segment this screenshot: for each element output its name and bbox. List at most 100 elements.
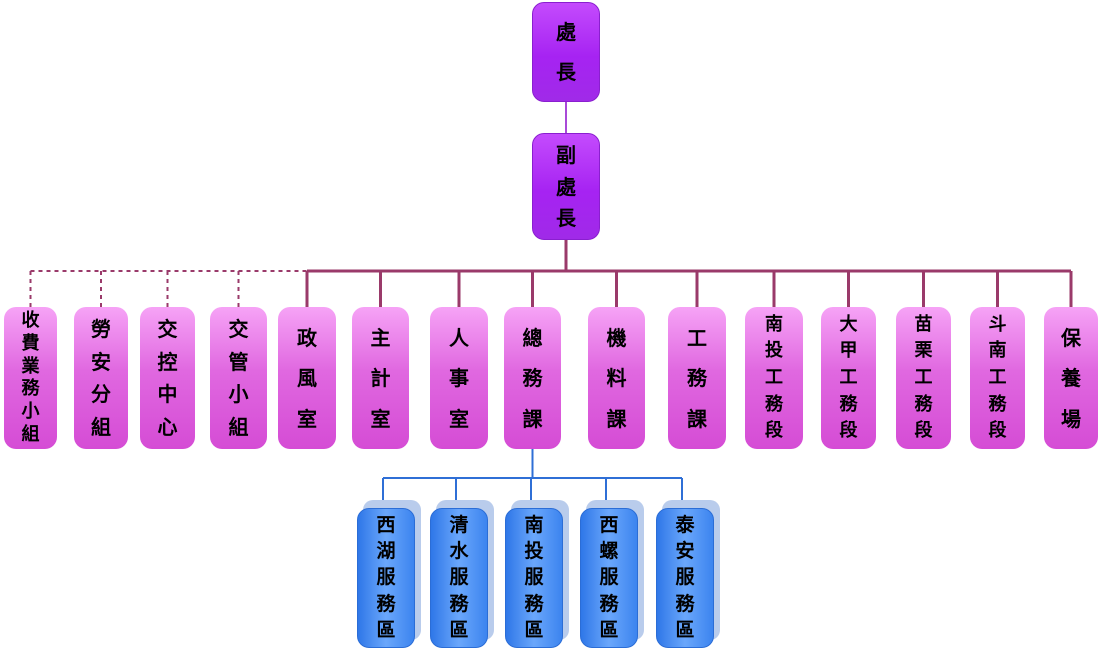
- node-nantou-label: 南投服務區: [506, 509, 562, 647]
- node-nantou-sec[interactable]: 南投工務段: [745, 307, 803, 449]
- label-char: 務: [21, 378, 40, 400]
- label-char: 收: [21, 309, 40, 331]
- label-char: 南: [524, 514, 544, 537]
- label-char: 主: [370, 325, 391, 350]
- label-char: 務: [687, 366, 707, 390]
- label-char: 區: [675, 618, 695, 641]
- node-miaoli-sec[interactable]: 苗栗工務段: [896, 307, 951, 449]
- label-char: 清: [449, 514, 469, 537]
- label-char: 小: [21, 401, 40, 423]
- label-char: 中: [157, 382, 178, 407]
- node-deputy[interactable]: 副處長: [532, 133, 600, 240]
- node-dounan-sec[interactable]: 斗南工務段: [970, 307, 1025, 449]
- label-char: 控: [157, 349, 178, 374]
- label-char: 心: [157, 414, 178, 439]
- node-chief[interactable]: 處長: [532, 2, 600, 102]
- label-char: 區: [449, 618, 469, 641]
- label-char: 養: [1061, 366, 1081, 390]
- label-char: 泰: [675, 514, 695, 537]
- label-char: 勞: [91, 317, 111, 342]
- label-char: 段: [988, 420, 1007, 442]
- node-acct[interactable]: 主計室: [352, 307, 409, 449]
- label-char: 南: [765, 313, 783, 335]
- node-maint[interactable]: 保養場: [1044, 307, 1098, 449]
- label-char: 組: [91, 414, 111, 439]
- label-char: 斗: [988, 313, 1007, 335]
- node-tmgmt[interactable]: 交管小組: [210, 307, 267, 449]
- label-char: 政: [297, 325, 317, 350]
- label-char: 計: [370, 366, 391, 390]
- node-personnel-label: 人事室: [430, 307, 488, 449]
- node-xiluo[interactable]: 西螺服務區: [580, 508, 638, 648]
- label-char: 務: [524, 592, 544, 615]
- node-taian[interactable]: 泰安服務區: [656, 508, 714, 648]
- label-char: 室: [297, 406, 317, 431]
- label-char: 區: [599, 618, 619, 641]
- label-char: 服: [376, 566, 396, 589]
- node-maint-label: 保養場: [1044, 307, 1098, 449]
- label-char: 務: [376, 592, 396, 615]
- node-labor[interactable]: 勞安分組: [74, 307, 128, 449]
- label-char: 投: [765, 340, 783, 362]
- label-char: 交: [228, 317, 249, 342]
- label-char: 務: [839, 393, 858, 415]
- label-char: 事: [449, 366, 469, 390]
- label-char: 務: [988, 393, 1007, 415]
- label-char: 工: [687, 325, 707, 350]
- node-toll[interactable]: 收費業務小組: [4, 307, 57, 449]
- label-char: 人: [449, 325, 469, 350]
- label-char: 料: [606, 366, 627, 390]
- label-char: 組: [21, 424, 40, 446]
- node-xihu[interactable]: 西湖服務區: [357, 508, 415, 648]
- node-machinery[interactable]: 機料課: [588, 307, 645, 449]
- node-traffic[interactable]: 交控中心: [140, 307, 195, 449]
- label-char: 務: [522, 366, 543, 390]
- label-char: 段: [914, 420, 933, 442]
- label-char: 風: [297, 366, 317, 390]
- node-dajia-sec[interactable]: 大甲工務段: [821, 307, 876, 449]
- label-char: 處: [556, 174, 576, 199]
- label-char: 保: [1061, 325, 1081, 350]
- node-miaoli-sec-label: 苗栗工務段: [896, 307, 951, 449]
- label-char: 課: [606, 406, 627, 431]
- label-char: 安: [91, 349, 111, 374]
- label-char: 分: [91, 382, 111, 407]
- label-char: 務: [449, 592, 469, 615]
- node-ethics[interactable]: 政風室: [278, 307, 336, 449]
- label-char: 段: [839, 420, 858, 442]
- label-char: 大: [839, 313, 858, 335]
- label-char: 栗: [914, 340, 933, 362]
- node-traffic-label: 交控中心: [140, 307, 195, 449]
- label-char: 務: [765, 393, 783, 415]
- node-works[interactable]: 工務課: [668, 307, 726, 449]
- label-char: 水: [449, 540, 469, 563]
- label-char: 投: [524, 540, 544, 563]
- label-char: 費: [21, 332, 40, 354]
- label-char: 螺: [599, 540, 619, 563]
- node-qingshui-label: 清水服務區: [431, 509, 487, 647]
- label-char: 務: [914, 393, 933, 415]
- node-xiluo-label: 西螺服務區: [581, 509, 637, 647]
- label-char: 業: [21, 355, 40, 377]
- node-general[interactable]: 總務課: [504, 307, 561, 449]
- label-char: 苗: [914, 313, 933, 335]
- label-char: 服: [599, 566, 619, 589]
- node-qingshui[interactable]: 清水服務區: [430, 508, 488, 648]
- label-char: 工: [988, 366, 1007, 388]
- node-ethics-label: 政風室: [278, 307, 336, 449]
- node-nantou-sec-label: 南投工務段: [745, 307, 803, 449]
- label-char: 段: [765, 420, 783, 442]
- label-char: 小: [228, 382, 249, 407]
- label-char: 工: [839, 366, 858, 388]
- label-char: 課: [522, 406, 543, 431]
- node-personnel[interactable]: 人事室: [430, 307, 488, 449]
- node-nantou[interactable]: 南投服務區: [505, 508, 563, 648]
- node-chief-label: 處長: [533, 3, 599, 101]
- label-char: 工: [765, 366, 783, 388]
- label-char: 處: [556, 20, 576, 45]
- label-char: 湖: [376, 540, 396, 563]
- node-dajia-sec-label: 大甲工務段: [821, 307, 876, 449]
- label-char: 務: [675, 592, 695, 615]
